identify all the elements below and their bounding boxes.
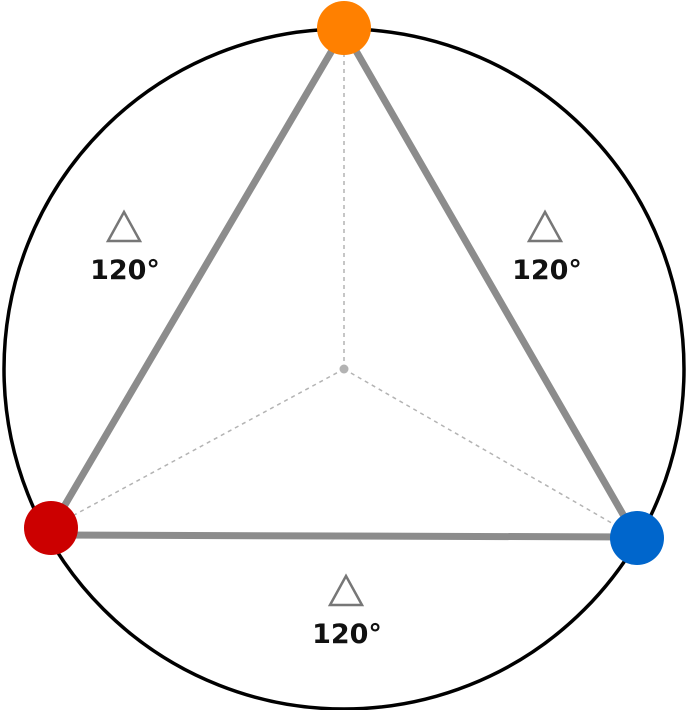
triangle-outline-icon: [526, 209, 564, 243]
arc-left-marker: 120°: [90, 209, 160, 286]
triangle-outline-icon: [327, 573, 365, 607]
center-radius-right: [343, 368, 637, 538]
arc-right-marker: 120°: [512, 209, 582, 286]
arc-right-angle-label: 120°: [512, 255, 582, 286]
center-point: [339, 364, 349, 374]
triangle-edge-bottom: [51, 531, 637, 541]
arc-bottom-marker: 120°: [312, 573, 382, 650]
arc-left-angle-label: 120°: [90, 255, 160, 286]
triangle-edge-right: [340, 28, 640, 539]
triangle-outline-icon: [105, 209, 143, 243]
triangle-edge-left: [48, 28, 348, 529]
vertex-top: [317, 1, 371, 55]
vertex-left: [24, 501, 78, 555]
vertex-right: [610, 511, 664, 565]
arc-bottom-angle-label: 120°: [312, 619, 382, 650]
